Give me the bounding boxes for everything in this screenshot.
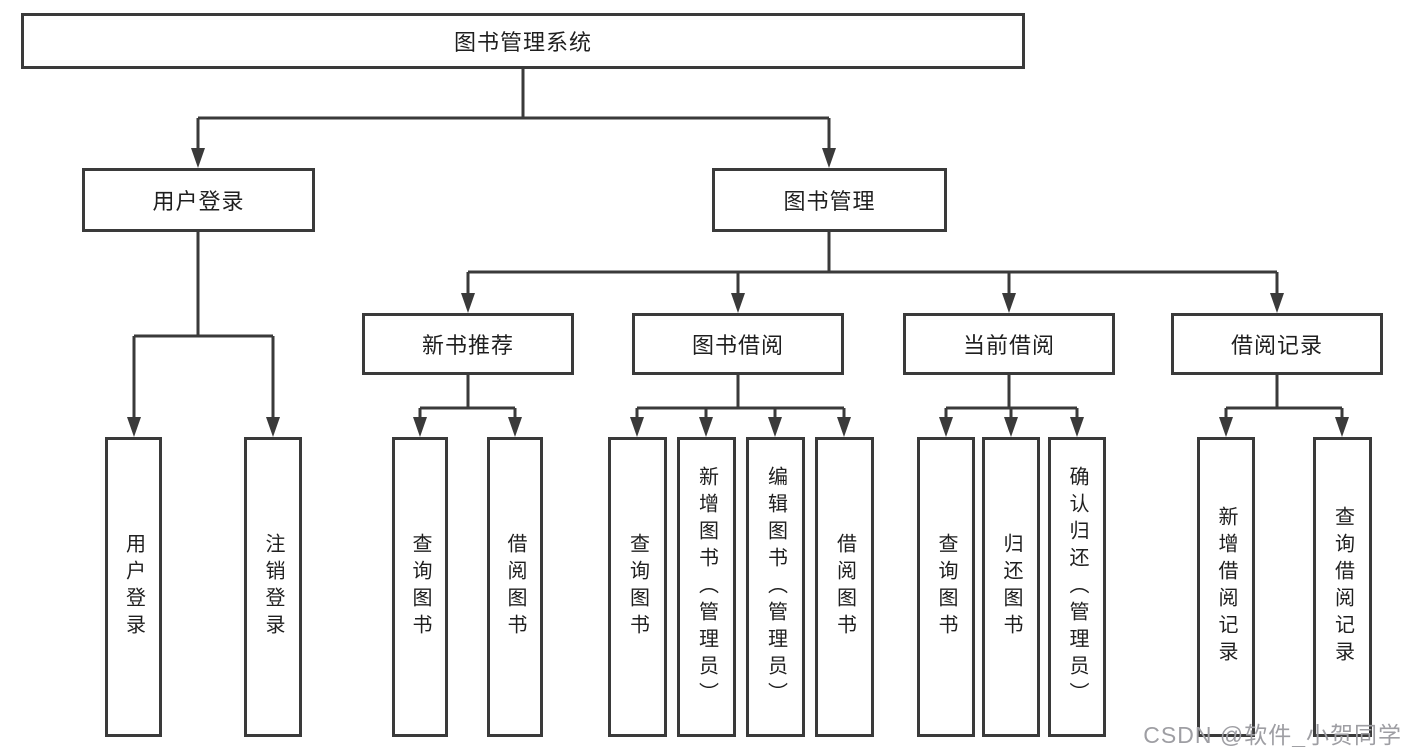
node-search-books: 查询图书 [917,437,975,737]
node-label: 注销登录 [262,533,284,641]
node-label: 借阅图书 [833,533,856,641]
node-borrow-books: 借阅图书 [815,437,874,737]
node-search-books: 查询图书 [608,437,667,737]
node-logout: 注销登录 [244,437,302,737]
node-search-borrow-record: 查询借阅记录 [1313,437,1372,737]
node-label: 新增借阅记录 [1215,506,1237,668]
node-label: 查询图书 [626,533,649,641]
node-label: 借阅图书 [504,533,526,641]
node-label: 编辑图书（管理员） [764,465,787,709]
node-search-books: 查询图书 [392,437,448,737]
node-label: 归还图书 [1000,533,1022,641]
node-confirm-return-admin: 确认归还（管理员） [1048,437,1106,737]
node-book-borrowing: 图书借阅 [632,313,844,375]
node-add-borrow-record: 新增借阅记录 [1197,437,1255,737]
node-add-book-admin: 新增图书（管理员） [677,437,736,737]
node-user-login: 用户登录 [82,168,315,232]
node-label: 新增图书（管理员） [695,465,718,709]
node-return-books: 归还图书 [982,437,1040,737]
node-library-management-system: 图书管理系统 [21,13,1025,69]
node-book-management: 图书管理 [712,168,947,232]
node-current-borrowing: 当前借阅 [903,313,1115,375]
node-label: 查询图书 [409,533,431,641]
node-user-login-leaf: 用户登录 [105,437,162,737]
node-borrow-books: 借阅图书 [487,437,543,737]
node-label: 查询图书 [935,533,957,641]
watermark: CSDN @软件_小贺同学 [1143,722,1402,747]
node-borrowing-records: 借阅记录 [1171,313,1383,375]
node-label: 查询借阅记录 [1331,506,1354,668]
node-label: 确认归还（管理员） [1066,465,1088,709]
node-edit-book-admin: 编辑图书（管理员） [746,437,805,737]
node-new-book-recommendation: 新书推荐 [362,313,574,375]
node-label: 用户登录 [122,533,145,641]
